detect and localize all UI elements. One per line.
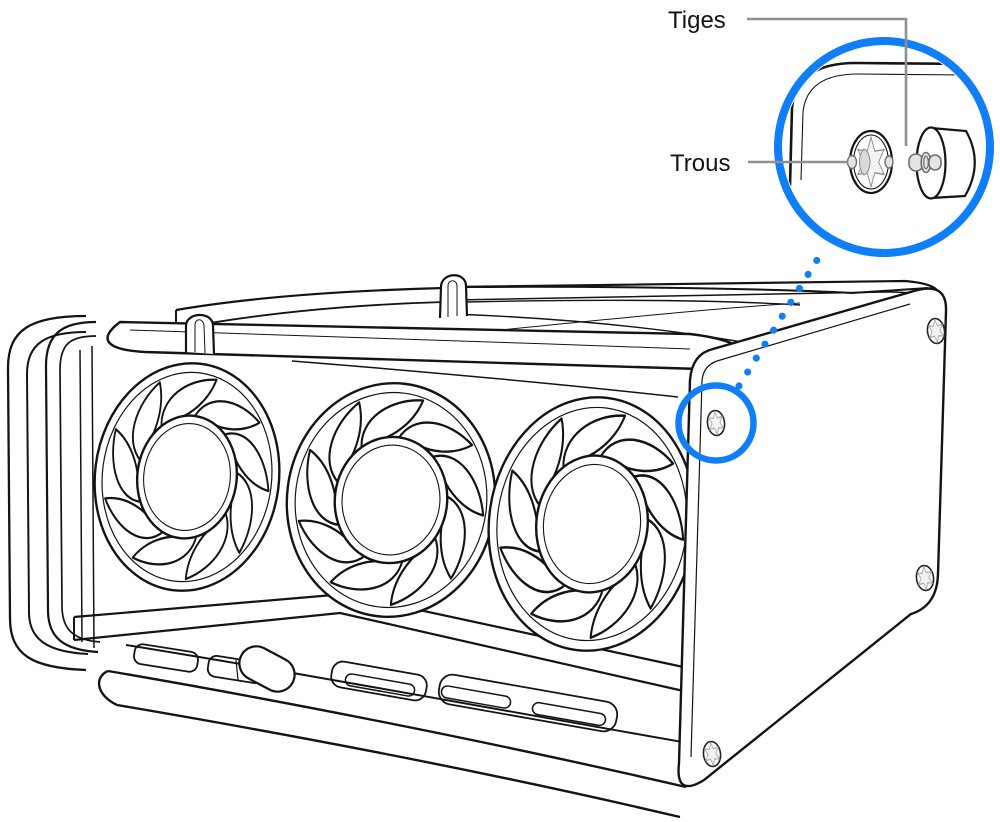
cooling-fan-3 xyxy=(474,385,709,662)
handle-post-left xyxy=(184,313,216,355)
tiges-leader-line xyxy=(747,17,908,146)
bottom-frame-bar xyxy=(97,645,687,819)
fan-tray-edge xyxy=(291,360,679,398)
base-vents xyxy=(125,643,689,744)
dotted-leader-line xyxy=(735,248,826,390)
screw-hole-bottom-left xyxy=(702,740,722,768)
handle-post-bottom xyxy=(238,645,296,693)
frame-handles-left xyxy=(6,314,101,672)
rod-pin xyxy=(908,151,942,174)
handle-post-middle xyxy=(438,274,469,319)
side-panel xyxy=(677,287,948,788)
tiges-label: Tiges xyxy=(668,7,726,34)
cooling-fan-1 xyxy=(82,353,292,602)
screw-hole-top-left xyxy=(706,409,726,437)
top-frame-bar xyxy=(106,274,749,371)
rod-detail xyxy=(908,126,976,200)
screw-hole-bottom-right xyxy=(915,564,935,592)
screw-hole-top-right xyxy=(926,317,946,345)
highlight-circle xyxy=(675,382,757,464)
hole-detail xyxy=(846,129,894,195)
trous-label: Trous xyxy=(670,150,730,177)
callout-circle xyxy=(774,37,994,257)
cooling-fan-2 xyxy=(274,371,509,629)
